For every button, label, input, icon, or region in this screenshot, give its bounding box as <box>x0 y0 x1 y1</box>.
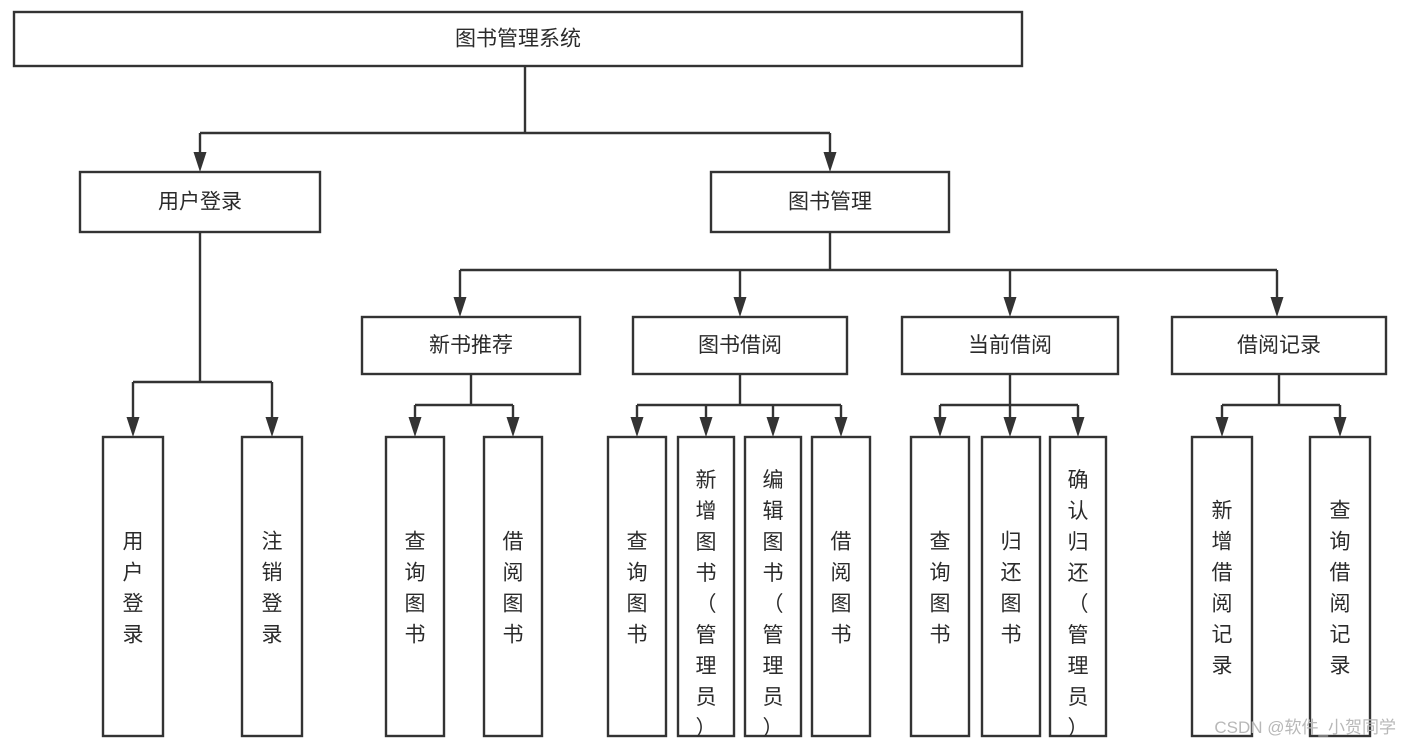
node-box-leaf-query-book-3[interactable] <box>909 435 971 738</box>
node-label-leaf-add-book: 新增图书（管理员） <box>696 469 717 740</box>
node-box-book-borrow[interactable] <box>631 315 849 376</box>
node-leaf-query-book-3[interactable]: 查询图书 <box>909 435 971 738</box>
node-current-borrow[interactable]: 当前借阅 <box>900 315 1120 376</box>
node-label-book-borrow: 图书借阅 <box>698 334 782 357</box>
node-leaf-return-book[interactable]: 归还图书 <box>980 435 1042 738</box>
node-label-leaf-query-book-2: 查询图书 <box>627 531 648 647</box>
connector-e-newbook-split <box>408 374 520 437</box>
node-label-root: 图书管理系统 <box>455 28 581 51</box>
node-box-leaf-query-book-2[interactable] <box>606 435 668 738</box>
connector-e-userlogin-split <box>126 232 279 437</box>
node-leaf-borrow-book-1[interactable]: 借阅图书 <box>482 435 544 738</box>
node-label-book-manage: 图书管理 <box>788 191 872 214</box>
node-leaf-confirm-return[interactable]: 确认归还（管理员） <box>1048 435 1108 740</box>
node-box-leaf-borrow-book-1[interactable] <box>482 435 544 738</box>
node-label-leaf-query-book-1: 查询图书 <box>405 531 426 647</box>
node-box-leaf-add-book[interactable] <box>676 435 736 738</box>
node-label-leaf-borrow-book-2: 借阅图书 <box>831 531 852 647</box>
node-box-leaf-edit-book[interactable] <box>743 435 803 738</box>
connector-e-bookmanage-split <box>453 232 1284 317</box>
connector-e-currentborrow-split <box>933 374 1085 437</box>
node-user-login[interactable]: 用户登录 <box>78 170 322 234</box>
node-leaf-edit-book[interactable]: 编辑图书（管理员） <box>743 435 803 740</box>
node-label-leaf-add-record: 新增借阅记录 <box>1212 500 1233 678</box>
node-box-leaf-query-record[interactable] <box>1308 435 1372 738</box>
node-leaf-borrow-book-2[interactable]: 借阅图书 <box>810 435 872 738</box>
connector-e-borrowrecord-split <box>1215 374 1347 437</box>
watermark-label: CSDN @软件_小贺同学 <box>1214 718 1396 737</box>
node-box-leaf-user-logout[interactable] <box>240 435 304 738</box>
node-label-leaf-borrow-book-1: 借阅图书 <box>503 531 524 647</box>
node-leaf-query-book-2[interactable]: 查询图书 <box>606 435 668 738</box>
connector-e-root-split <box>193 66 837 172</box>
node-label-leaf-return-book: 归还图书 <box>1001 531 1022 647</box>
node-label-user-login: 用户登录 <box>158 191 242 214</box>
node-label-leaf-query-record: 查询借阅记录 <box>1330 500 1351 678</box>
node-box-user-login[interactable] <box>78 170 322 234</box>
node-box-root[interactable] <box>12 10 1024 68</box>
node-label-leaf-user-login: 用户登录 <box>123 531 144 647</box>
node-box-leaf-query-book-1[interactable] <box>384 435 446 738</box>
node-borrow-record[interactable]: 借阅记录 <box>1170 315 1388 376</box>
node-box-leaf-confirm-return[interactable] <box>1048 435 1108 738</box>
node-box-current-borrow[interactable] <box>900 315 1120 376</box>
node-box-leaf-borrow-book-2[interactable] <box>810 435 872 738</box>
node-box-new-book-recommend[interactable] <box>360 315 582 376</box>
node-box-leaf-user-login[interactable] <box>101 435 165 738</box>
node-leaf-add-book[interactable]: 新增图书（管理员） <box>676 435 736 740</box>
node-box-book-manage[interactable] <box>709 170 951 234</box>
nodes-layer: 图书管理系统用户登录图书管理新书推荐图书借阅当前借阅借阅记录用户登录注销登录查询… <box>12 10 1388 740</box>
edges-layer <box>126 66 1347 437</box>
node-label-leaf-query-book-3: 查询图书 <box>930 531 951 647</box>
node-label-leaf-edit-book: 编辑图书（管理员） <box>763 469 784 740</box>
node-label-current-borrow: 当前借阅 <box>968 334 1052 357</box>
node-leaf-add-record[interactable]: 新增借阅记录 <box>1190 435 1254 738</box>
node-box-leaf-return-book[interactable] <box>980 435 1042 738</box>
node-label-borrow-record: 借阅记录 <box>1237 334 1321 357</box>
node-leaf-query-book-1[interactable]: 查询图书 <box>384 435 446 738</box>
node-book-manage[interactable]: 图书管理 <box>709 170 951 234</box>
node-root[interactable]: 图书管理系统 <box>12 10 1024 68</box>
node-box-leaf-add-record[interactable] <box>1190 435 1254 738</box>
node-box-borrow-record[interactable] <box>1170 315 1388 376</box>
node-book-borrow[interactable]: 图书借阅 <box>631 315 849 376</box>
node-new-book-recommend[interactable]: 新书推荐 <box>360 315 582 376</box>
node-label-leaf-user-logout: 注销登录 <box>262 531 283 647</box>
node-label-leaf-confirm-return: 确认归还（管理员） <box>1068 469 1089 740</box>
node-label-new-book-recommend: 新书推荐 <box>429 334 513 357</box>
node-leaf-query-record[interactable]: 查询借阅记录 <box>1308 435 1372 738</box>
connector-e-bookborrow-split <box>630 374 848 437</box>
node-leaf-user-login[interactable]: 用户登录 <box>101 435 165 738</box>
node-leaf-user-logout[interactable]: 注销登录 <box>240 435 304 738</box>
